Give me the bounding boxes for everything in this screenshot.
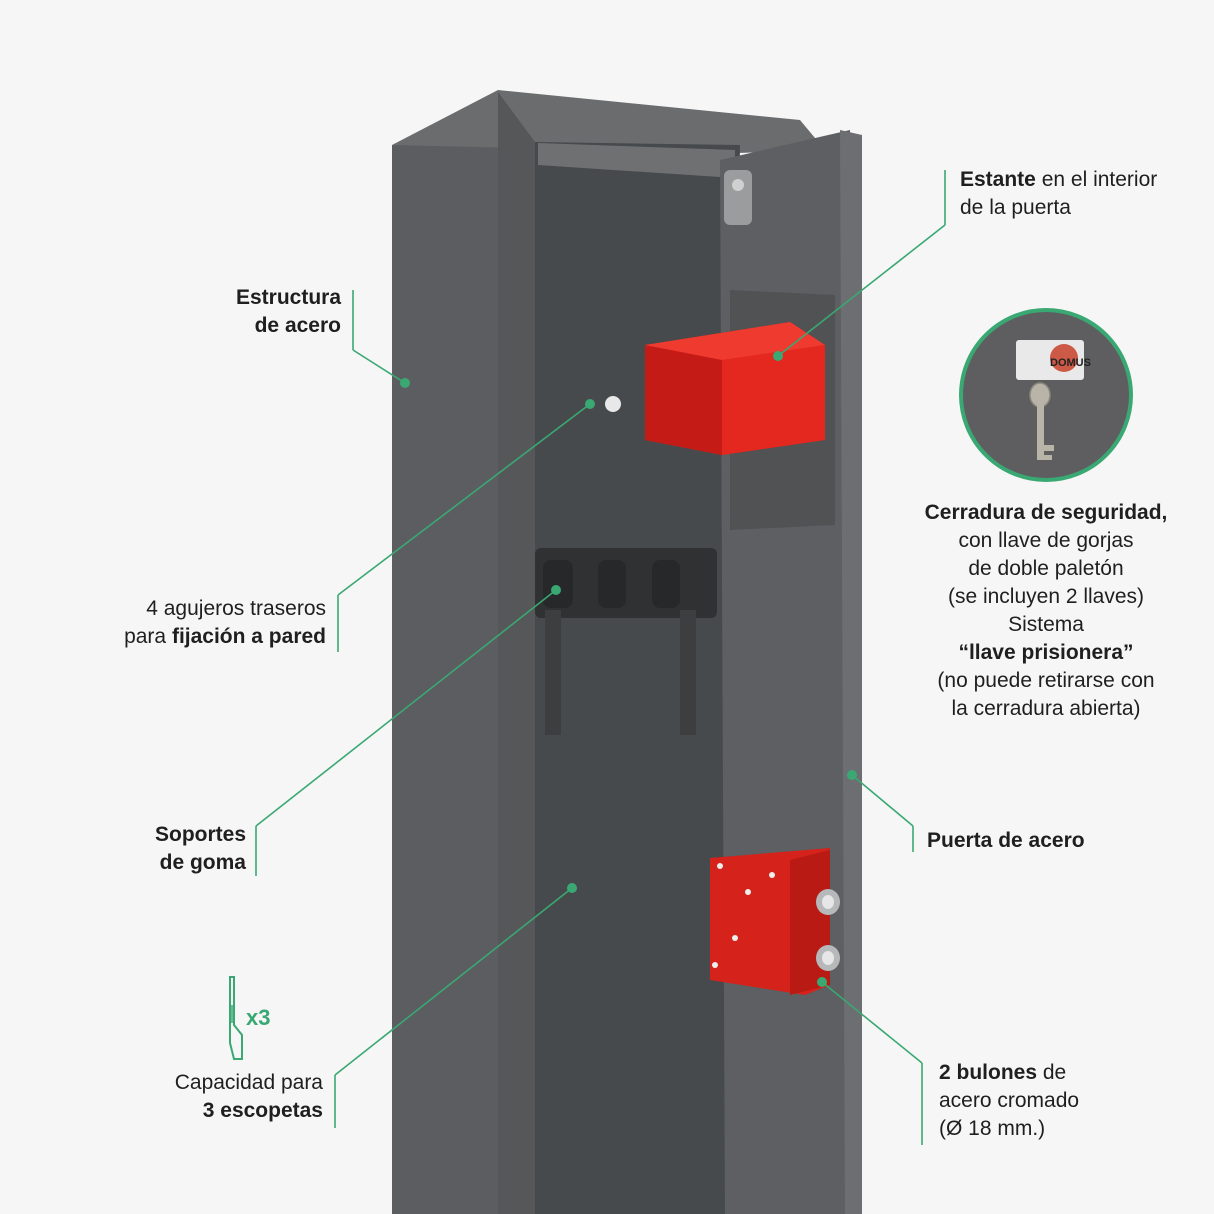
rubber-supports — [535, 548, 717, 735]
key-icon — [1029, 382, 1054, 460]
cabinet-front-frame — [498, 92, 535, 1214]
shotgun-icon — [229, 976, 243, 1060]
key-tag-text: DOMUS — [1050, 357, 1091, 369]
label-lock: Cerradura de seguridad, con llave de gor… — [924, 501, 1168, 720]
label-shelf: Estante en el interior de la puerta — [960, 168, 1158, 219]
interior-top-rail — [538, 143, 735, 178]
label-bolts: 2 bulones de acero cromado (Ø 18 mm.) — [939, 1061, 1080, 1140]
cabinet-body — [392, 145, 520, 1214]
mounting-hole — [605, 396, 621, 412]
label-holes: 4 agujeros traseros para fijación a pare… — [124, 597, 326, 648]
door-edge — [840, 130, 862, 1214]
label-door: Puerta de acero — [927, 829, 1085, 852]
hinge — [724, 170, 752, 225]
label-capacity-multiplier: x3 — [246, 1005, 271, 1030]
chrome-bolts — [816, 889, 840, 971]
